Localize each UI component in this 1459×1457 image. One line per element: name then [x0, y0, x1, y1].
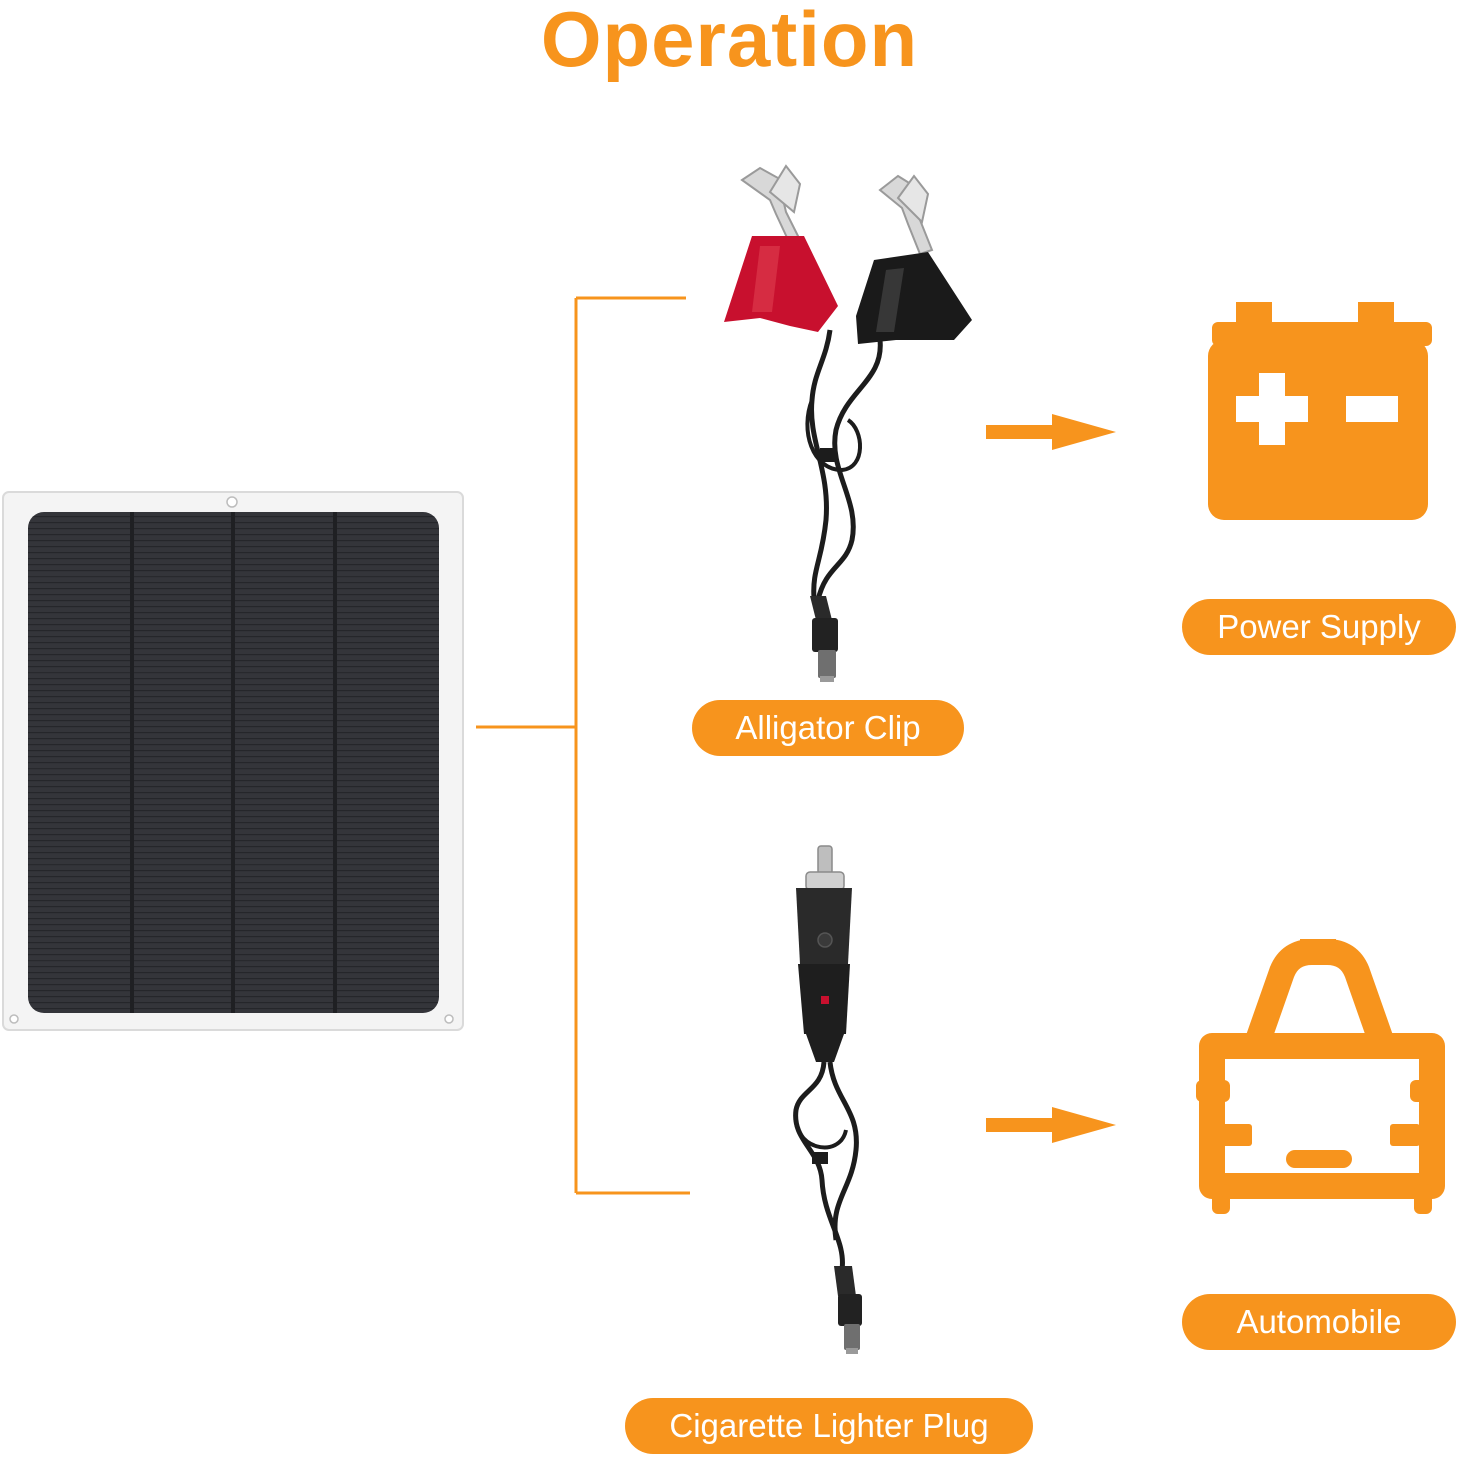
cigarette-lighter-plug-label: Cigarette Lighter Plug	[625, 1398, 1033, 1454]
alligator-clip-label: Alligator Clip	[692, 700, 964, 756]
page-title: Operation	[540, 0, 919, 83]
arrow-right-icon	[986, 414, 1116, 450]
battery-icon	[1208, 302, 1432, 520]
connector-lines	[476, 296, 690, 1195]
cigarette-lighter-plug-icon	[793, 845, 862, 1354]
power-supply-label: Power Supply	[1182, 599, 1456, 655]
solar-panel-icon	[2, 491, 464, 1031]
arrow-right-icon	[986, 1107, 1116, 1143]
automobile-label: Automobile	[1182, 1294, 1456, 1350]
alligator-clip-icon	[724, 164, 972, 682]
car-icon	[1196, 939, 1445, 1214]
